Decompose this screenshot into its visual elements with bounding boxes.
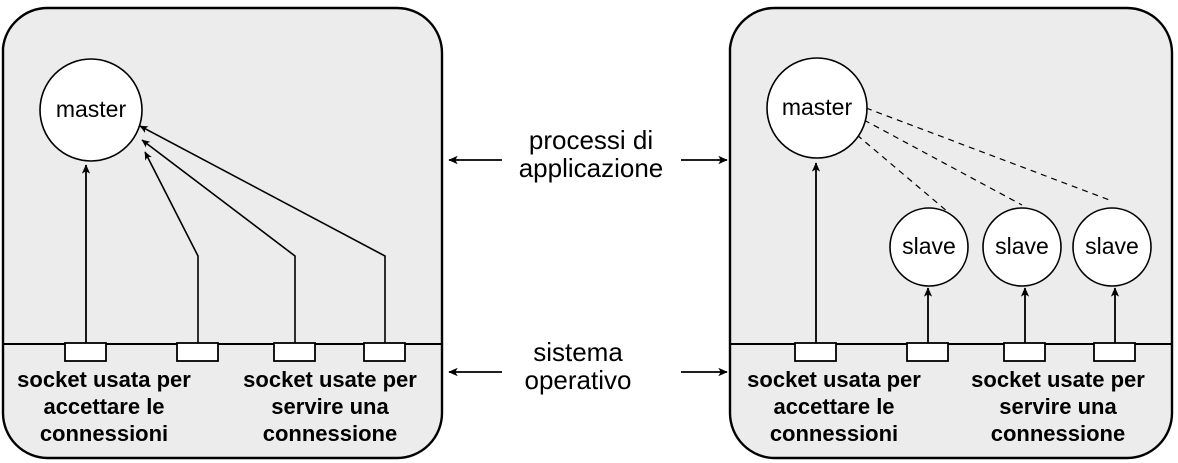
right-socket-2[interactable]	[906, 342, 949, 362]
right-slave-circle-2[interactable]	[982, 207, 1062, 287]
band-label-processi-line1: processi di	[529, 125, 653, 155]
left-master-label: master	[56, 96, 127, 122]
right-slave-node-1[interactable]: slave	[889, 207, 969, 287]
band-label-sistema-operativo: sistema operativo	[448, 337, 728, 395]
left-caption-serve: socket usate per servire una connessione	[243, 367, 417, 446]
left-link-socket4-master	[139, 125, 389, 353]
left-master-node[interactable]: master	[39, 58, 143, 162]
left-caption-accept-line3: connessioni	[40, 421, 168, 446]
right-caption-serve-line3: connessione	[991, 421, 1125, 446]
right-socket-4[interactable]	[1093, 342, 1136, 362]
left-panel: master socket usata per accettare le con…	[1, 6, 444, 460]
right-socket-3[interactable]	[1003, 342, 1046, 362]
right-socket-1[interactable]	[794, 342, 837, 362]
right-caption-serve-line1: socket usate per	[971, 367, 1145, 392]
left-caption-accept: socket usata per accettare le connession…	[17, 367, 191, 446]
left-caption-serve-line2: servire una	[271, 394, 389, 419]
left-socket-4[interactable]	[363, 342, 406, 362]
left-socket-3[interactable]	[273, 342, 316, 362]
left-caption-accept-line1: socket usata per	[17, 367, 191, 392]
band-label-processi-line2: applicazione	[519, 153, 664, 183]
right-slave-label-3: slave	[1085, 233, 1139, 259]
right-caption-accept-line1: socket usata per	[747, 367, 921, 392]
right-slave-node-3[interactable]: slave	[1072, 207, 1152, 287]
right-slave-label-2: slave	[995, 233, 1049, 259]
left-socket-1[interactable]	[64, 342, 107, 362]
center-band-labels: processi di applicazione sistema operati…	[448, 125, 728, 395]
band-label-processi-di-applicazione: processi di applicazione	[448, 125, 728, 183]
right-master-node[interactable]: master	[766, 57, 868, 159]
right-caption-serve-line2: servire una	[999, 394, 1117, 419]
left-caption-accept-line2: accettare le	[43, 394, 164, 419]
left-caption-serve-line3: connessione	[263, 421, 397, 446]
left-caption-serve-line1: socket usate per	[243, 367, 417, 392]
right-caption-accept-line3: connessioni	[770, 421, 898, 446]
right-master-label: master	[782, 94, 853, 120]
right-caption-accept: socket usata per accettare le connession…	[747, 367, 921, 446]
band-label-sistema-line2: operativo	[525, 365, 632, 395]
right-panel: master slave slave slave socket u	[728, 6, 1174, 460]
right-slave-label-1: slave	[902, 233, 956, 259]
left-socket-2[interactable]	[176, 342, 219, 362]
right-caption-serve: socket usate per servire una connessione	[971, 367, 1145, 446]
right-master-circle[interactable]	[766, 57, 868, 159]
right-slave-node-2[interactable]: slave	[982, 207, 1062, 287]
left-master-circle[interactable]	[39, 58, 143, 162]
band-label-sistema-line1: sistema	[533, 337, 623, 367]
right-slave-circle-1[interactable]	[889, 207, 969, 287]
right-caption-accept-line2: accettare le	[773, 394, 894, 419]
right-link-master-slave1	[856, 134, 949, 213]
right-link-master-slave2	[863, 119, 1023, 206]
right-slave-circle-3[interactable]	[1072, 207, 1152, 287]
